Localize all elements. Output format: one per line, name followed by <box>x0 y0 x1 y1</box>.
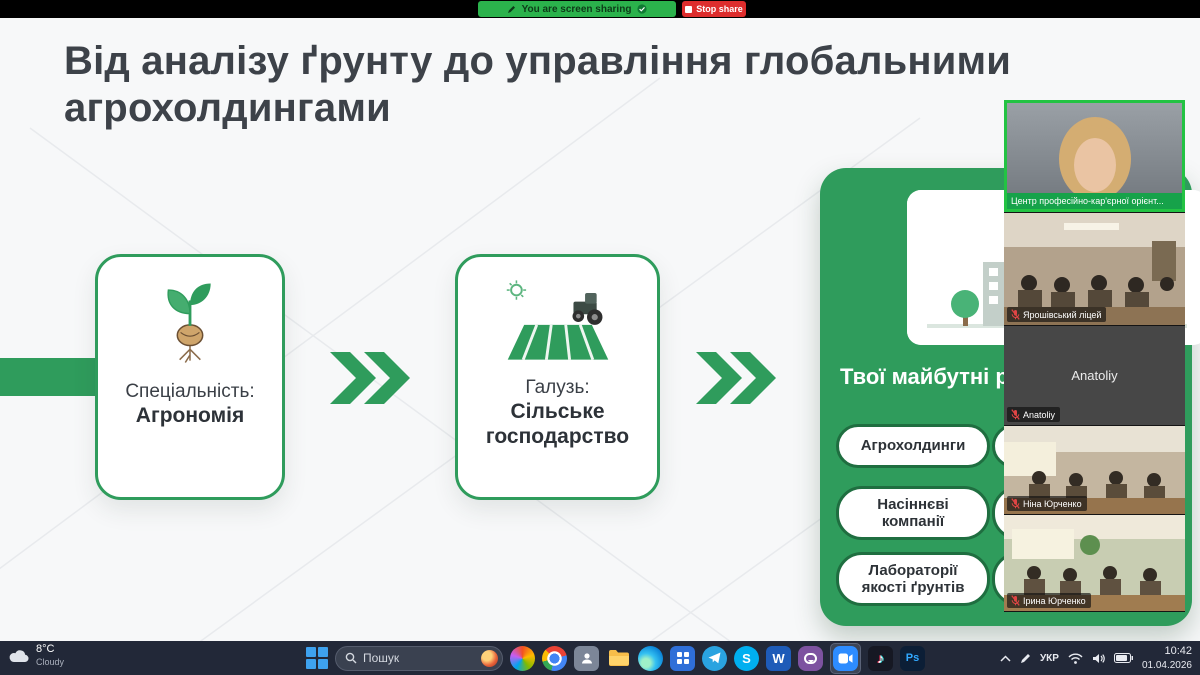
battery-icon[interactable] <box>1113 653 1133 663</box>
participant-tile-anatoliy[interactable]: Anatoliy Anatoliy <box>1004 326 1185 425</box>
muted-mic-icon <box>1011 498 1020 509</box>
contacts-icon[interactable] <box>574 645 599 671</box>
screen-sharing-banner-label: You are screen sharing <box>521 3 632 15</box>
participant-tile-speaker[interactable]: Центр професійно-кар'єрної орієнт... <box>1004 100 1185 212</box>
participant-tile-school[interactable]: Ярошівський ліцей <box>1004 213 1185 325</box>
share-status-bar: You are screen sharing Stop share <box>0 0 1200 18</box>
search-highlight-icon <box>481 649 498 667</box>
classroom-video <box>1004 213 1185 325</box>
start-button[interactable] <box>306 647 328 669</box>
field-tractor-icon <box>506 280 608 361</box>
muted-mic-icon <box>1011 409 1020 420</box>
copilot-icon[interactable] <box>510 645 535 671</box>
screen-sharing-banner: You are screen sharing <box>478 1 676 17</box>
clock-date: 01.04.2026 <box>1141 659 1192 671</box>
viber-icon[interactable] <box>798 645 823 671</box>
flow-start-band <box>0 358 97 396</box>
telegram-icon[interactable] <box>702 645 727 671</box>
participant-name-label: Ярошівський ліцей <box>1007 307 1107 322</box>
industry-label: Галузь: <box>525 377 590 398</box>
language-indicator[interactable]: УКР <box>1039 652 1059 664</box>
cloud-icon <box>9 650 29 663</box>
search-icon <box>345 652 357 664</box>
stop-icon <box>685 5 693 13</box>
employers-title: Твої майбутні р <box>840 364 1009 389</box>
stop-share-label: Stop share <box>696 4 743 14</box>
sprout-icon <box>167 283 211 363</box>
zoom-icon-active[interactable] <box>830 642 861 674</box>
search-input[interactable]: Пошук <box>335 645 503 671</box>
employer-pill-soil-labs: Лабораторії якості ґрунтів <box>836 552 990 606</box>
weather-condition: Cloudy <box>36 656 65 667</box>
participant-name-label: Центр професійно-кар'єрної орієнт... <box>1007 193 1182 209</box>
slide-title: Від аналізу ґрунту до управління глобаль… <box>64 39 1012 131</box>
classroom-video <box>1004 515 1185 611</box>
chevron-arrows-icon <box>696 352 776 404</box>
file-explorer-icon[interactable] <box>606 646 631 671</box>
windows-taskbar: 8°C Cloudy Пошук <box>0 641 1200 675</box>
pen-icon[interactable] <box>1020 653 1031 664</box>
muted-mic-icon <box>1011 309 1020 320</box>
shield-check-icon <box>637 4 648 14</box>
specialty-card: Спеціальність: Агрономія <box>95 254 285 500</box>
employer-pill-seed-companies: Насіннєві компанії <box>836 486 990 540</box>
participant-name-label: Ірина Юрченко <box>1007 593 1091 608</box>
photoshop-icon[interactable]: Ps <box>900 645 925 671</box>
clock-time: 10:42 <box>1164 645 1192 658</box>
specialty-label: Спеціальність: <box>125 381 255 402</box>
participant-tile-iryna[interactable]: Ірина Юрченко <box>1004 515 1185 611</box>
chrome-icon[interactable] <box>542 645 567 671</box>
participant-display-name: Anatoliy <box>1071 368 1118 383</box>
clock[interactable]: 10:42 01.04.2026 <box>1142 644 1192 671</box>
weather-temp: 8°C <box>36 643 55 655</box>
search-placeholder: Пошук <box>363 651 400 665</box>
industry-card: Галузь: Сільське господарство <box>455 254 660 500</box>
tiktok-icon[interactable]: ♪ <box>868 645 893 671</box>
zoom-icon <box>833 645 858 671</box>
industry-value: Сільське господарство <box>485 400 630 449</box>
stop-share-button[interactable]: Stop share <box>682 1 746 17</box>
muted-mic-icon <box>1011 595 1020 606</box>
edge-icon[interactable] <box>638 645 663 671</box>
wifi-icon[interactable] <box>1068 653 1083 664</box>
participant-tile-nina[interactable]: Ніна Юрченко <box>1004 426 1185 514</box>
skype-icon[interactable]: S <box>734 645 759 671</box>
participants-video-panel: Центр професійно-кар'єрної орієнт... Яро… <box>1004 100 1185 612</box>
participant-name-label: Anatoliy <box>1007 407 1061 422</box>
specialty-value: Агрономія <box>135 404 245 427</box>
calculator-icon[interactable] <box>670 645 695 671</box>
word-icon[interactable]: W <box>766 645 791 671</box>
volume-icon[interactable] <box>1092 653 1105 664</box>
weather-widget[interactable]: 8°C Cloudy <box>8 643 64 668</box>
chevron-arrows-icon <box>330 352 410 404</box>
employer-pill-agroholdings: Агрохолдинги <box>836 424 990 468</box>
participant-name-label: Ніна Юрченко <box>1007 496 1087 511</box>
pencil-icon <box>507 5 515 13</box>
hidden-icons-chevron-icon[interactable] <box>1000 654 1011 662</box>
system-tray: УКР 10:42 01.04.2026 <box>1000 641 1192 675</box>
